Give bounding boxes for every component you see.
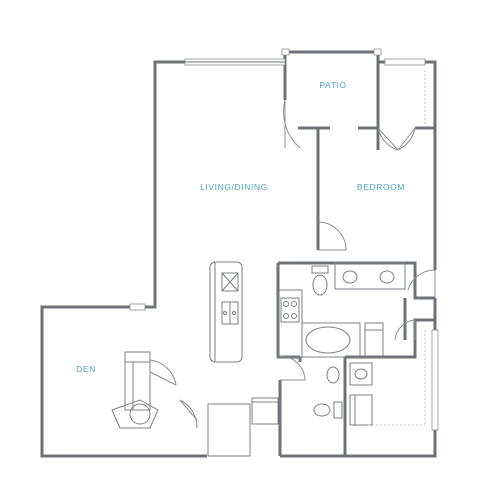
kitchen-counter [277, 289, 303, 358]
toilet [313, 403, 331, 417]
toilet [333, 401, 343, 419]
kitchen-island [209, 261, 243, 363]
toilet [326, 366, 340, 384]
toilet [311, 265, 329, 274]
room-label-den: DEN [76, 364, 96, 374]
lower-bath-door [279, 355, 306, 381]
toilet [312, 274, 328, 296]
doors [149, 99, 436, 429]
room-label-patio: PATIO [319, 80, 346, 90]
pantry [207, 403, 251, 457]
sink [379, 270, 395, 284]
closet-doors [377, 127, 416, 151]
bathtub [301, 322, 361, 358]
room-label-living-dining: LIVING/DINING [200, 182, 268, 192]
patio-door [283, 99, 301, 149]
laundry [111, 351, 279, 457]
bath-sink [354, 368, 368, 380]
room-label-bedroom: BEDROOM [357, 182, 405, 192]
den-closet-door [149, 359, 177, 386]
bedroom-door [317, 221, 347, 251]
second-bath [313, 70, 426, 426]
bath-door [407, 269, 436, 298]
washer [124, 351, 151, 411]
master-bath [301, 262, 406, 358]
bath-closet-door [394, 319, 416, 341]
bath-sink [349, 362, 373, 386]
den-door [179, 399, 198, 429]
water-heater [129, 403, 151, 425]
room-labels: PATIO LIVING/DINING BEDROOM DEN [76, 80, 405, 374]
sink [342, 270, 358, 284]
windows [129, 48, 439, 431]
bathtub [305, 326, 351, 354]
refrigerator [251, 397, 279, 425]
exterior-walls [40, 50, 437, 458]
